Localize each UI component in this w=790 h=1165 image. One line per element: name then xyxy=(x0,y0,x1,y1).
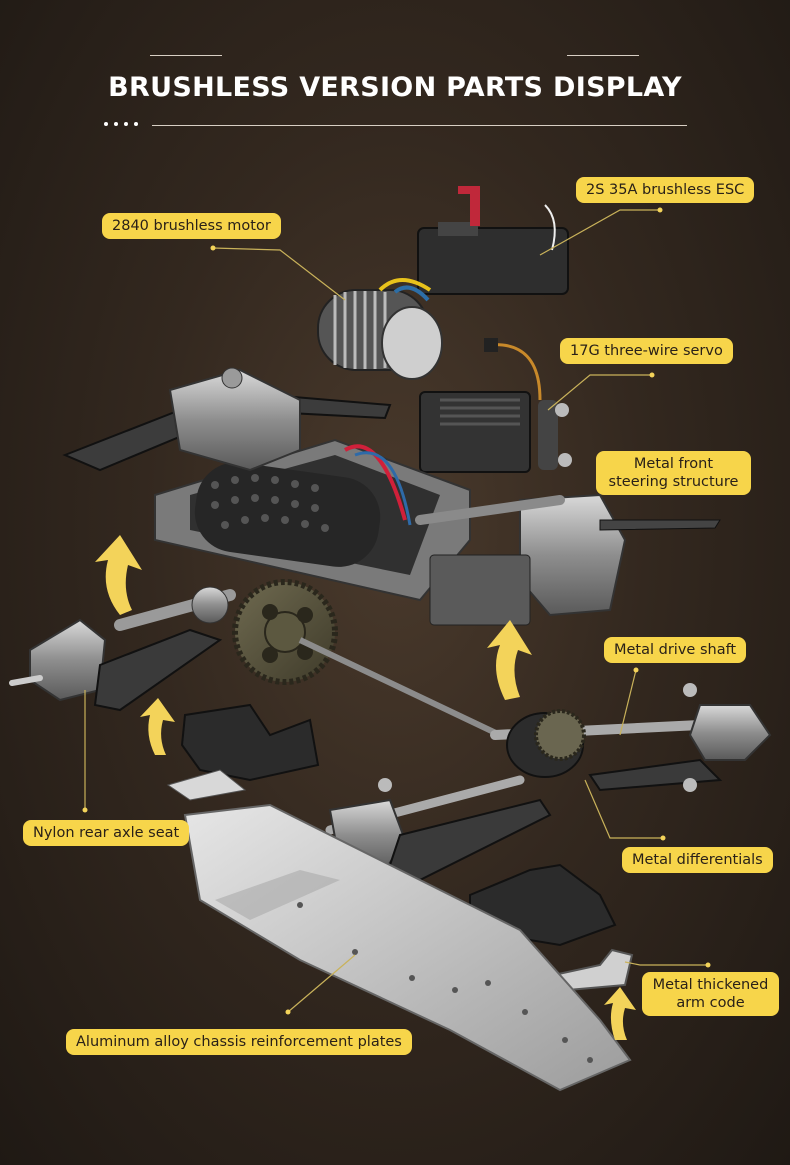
title-deco-dots xyxy=(104,122,138,126)
front-steering-structure xyxy=(415,493,721,626)
rear-axle-assembly xyxy=(9,586,236,712)
title-deco-line-left xyxy=(150,55,222,56)
leader-dots xyxy=(82,207,711,1015)
front-differential-assembly xyxy=(490,683,772,792)
spur-gear xyxy=(232,579,338,685)
assembly-arrows xyxy=(95,535,636,1040)
assembly-arrow-bottom xyxy=(604,987,636,1040)
servo-unit xyxy=(419,338,572,473)
title-deco-line-right xyxy=(567,55,639,56)
chassis-tray xyxy=(154,438,471,602)
label-drive-shaft: Metal drive shaft xyxy=(604,637,747,664)
label-differentials: Metal differentials xyxy=(622,847,773,874)
label-steering-line1: Metal front xyxy=(633,456,714,472)
label-servo: 17G three-wire servo xyxy=(560,338,733,365)
label-arm-line1: Metal thickened xyxy=(652,977,769,993)
label-esc: 2S 35A brushless ESC xyxy=(576,177,755,204)
title-deco-underline xyxy=(152,125,687,126)
label-steering: Metal front steering structure xyxy=(596,451,751,496)
label-rear-axle: Nylon rear axle seat xyxy=(23,820,190,847)
center-drive-shaft xyxy=(298,637,502,738)
label-arm-line2: arm code xyxy=(676,995,745,1012)
label-arm-code: Metal thickened arm code xyxy=(642,972,779,1017)
label-motor: 2840 brushless motor xyxy=(102,213,281,240)
label-chassis-plates: Aluminum alloy chassis reinforcement pla… xyxy=(66,1029,412,1056)
brushless-motor xyxy=(317,278,443,380)
front-arms-upper xyxy=(62,367,392,472)
label-steering-line2: steering structure xyxy=(608,474,739,491)
esc-unit xyxy=(417,186,569,295)
assembly-arrow-left xyxy=(95,535,142,615)
chassis-reinforcement-plate xyxy=(183,803,632,1092)
nylon-axle-seat xyxy=(166,703,320,801)
assembly-arrow-small xyxy=(140,698,175,755)
assembly-arrow-center xyxy=(487,620,532,700)
leader-lines xyxy=(84,209,708,1013)
page-title: BRUSHLESS VERSION PARTS DISPLAY xyxy=(108,72,682,103)
